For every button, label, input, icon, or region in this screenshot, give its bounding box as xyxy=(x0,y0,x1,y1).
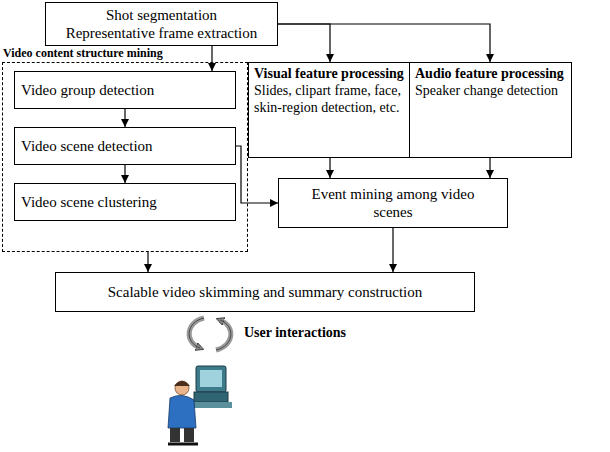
flow-arrow xyxy=(392,228,393,272)
box-text: Representative frame extraction xyxy=(50,24,273,42)
group-region: Video content structure miningVideo grou… xyxy=(2,62,248,252)
process-box: Event mining among video scenes xyxy=(278,178,508,228)
region-heading: Video content structure mining xyxy=(3,46,163,60)
flow-arrow xyxy=(278,24,490,62)
box-heading: Visual feature processing xyxy=(254,66,404,83)
box-text: Event mining among video scenes xyxy=(307,185,479,221)
process-box: Video group detection xyxy=(14,71,236,109)
user-icon xyxy=(168,366,232,444)
flow-arrow xyxy=(147,252,148,272)
process-box: Scalable video skimming and summary cons… xyxy=(55,272,475,312)
interaction-label: User interactions xyxy=(244,325,346,341)
box-text: Slides, clipart frame, face, skin-region… xyxy=(254,83,404,117)
box-text: Video scene detection xyxy=(21,137,229,155)
flow-arrow xyxy=(278,24,330,62)
flow-arrow xyxy=(489,158,490,178)
process-box: Video scene detection xyxy=(14,127,236,165)
flow-arrow xyxy=(211,46,212,71)
flow-arrow xyxy=(329,158,330,178)
box-text: Scalable video skimming and summary cons… xyxy=(64,283,466,301)
process-box: Shot segmentationRepresentative frame ex… xyxy=(45,2,278,46)
box-text: Video scene clustering xyxy=(21,193,229,211)
flow-arrow xyxy=(124,165,125,183)
box-text: Shot segmentation xyxy=(50,6,273,24)
box-text: Speaker change detection xyxy=(415,83,566,100)
process-box: Visual feature processingSlides, clipart… xyxy=(248,62,410,158)
process-box: Audio feature processingSpeaker change d… xyxy=(409,62,572,158)
box-heading: Audio feature processing xyxy=(415,66,566,83)
flow-arrow xyxy=(124,109,125,127)
interaction-arrows xyxy=(189,318,231,350)
process-box: Video scene clustering xyxy=(14,183,236,221)
box-text: Video group detection xyxy=(21,81,229,99)
